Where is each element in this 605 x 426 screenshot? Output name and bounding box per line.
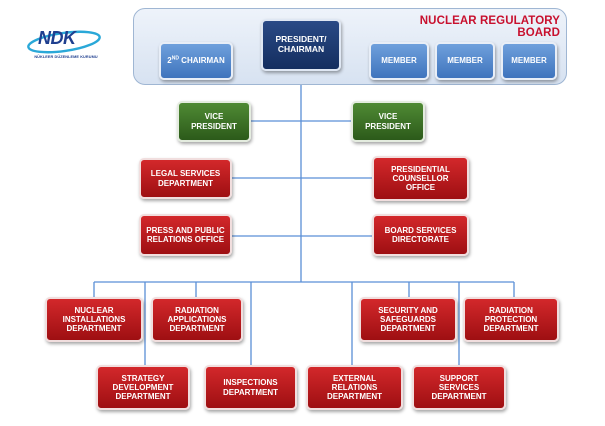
logo-subtitle: NÜKLEER DÜZENLEME KURUMU <box>34 55 98 59</box>
member-3-label: MEMBER <box>511 56 547 66</box>
support-services-line-1: SUPPORT <box>439 373 479 383</box>
presidential-counsellor-line-2: COUNSELLOR <box>392 173 449 183</box>
node-vice-president-right: VICE PRESIDENT <box>351 101 425 142</box>
node-radiation-protection: RADIATION PROTECTION DEPARTMENT <box>463 297 559 342</box>
inspections-line-1: INSPECTIONS <box>223 378 278 388</box>
radiation-applications-line-2: APPLICATIONS <box>167 314 227 324</box>
board-services-line-2: DIRECTORATE <box>391 235 450 244</box>
presidential-counsellor-line-1: PRESIDENTIAL <box>391 164 450 174</box>
second-chairman-suffix: nd <box>171 55 179 62</box>
vice-president-left-line-1: VICE <box>204 112 224 122</box>
board-title: NUCLEAR REGULATORY BOARD <box>419 15 560 39</box>
security-safeguards-line-2: SAFEGUARDS <box>379 314 436 324</box>
vice-president-left-line-2: PRESIDENT <box>191 121 237 131</box>
radiation-protection-line-2: PROTECTION <box>484 314 538 324</box>
radiation-applications-line-3: DEPARTMENT <box>169 324 225 334</box>
president-line-2: CHAIRMAN <box>277 44 325 54</box>
node-external-relations: EXTERNAL RELATIONS DEPARTMENT <box>306 365 403 410</box>
node-support-services: SUPPORT SERVICES DEPARTMENT <box>412 365 506 410</box>
president-line-1: PRESIDENT/ <box>275 34 327 45</box>
node-legal-services: LEGAL SERVICES DEPARTMENT <box>139 158 232 199</box>
node-vice-president-left: VICE PRESIDENT <box>177 101 251 142</box>
external-relations-line-1: EXTERNAL <box>332 373 377 383</box>
support-services-line-3: DEPARTMENT <box>431 392 487 402</box>
press-public-relations-line-1: PRESS AND PUBLIC <box>146 225 225 235</box>
nuclear-installations-line-3: DEPARTMENT <box>66 324 122 334</box>
node-second-chairman: 2nd CHAIRMAN <box>159 42 233 80</box>
node-member-3: MEMBER <box>501 42 557 80</box>
radiation-applications-line-1: RADIATION <box>175 305 219 315</box>
node-radiation-applications: RADIATION APPLICATIONS DEPARTMENT <box>151 297 243 342</box>
vice-president-right-line-1: VICE <box>378 112 398 122</box>
logo-wordmark: NDK <box>38 28 76 48</box>
ndk-logo <box>27 30 101 54</box>
support-services-line-2: SERVICES <box>438 382 480 392</box>
nuclear-installations-line-2: INSTALLATIONS <box>62 314 126 324</box>
node-board-services: BOARD SERVICES DIRECTORATE <box>372 214 469 256</box>
security-safeguards-line-3: DEPARTMENT <box>380 324 436 334</box>
vice-president-right-line-2: PRESIDENT <box>365 121 411 131</box>
radiation-protection-line-1: RADIATION <box>489 305 533 315</box>
press-public-relations-line-2: RELATIONS OFFICE <box>146 235 225 244</box>
external-relations-line-2: RELATIONS <box>331 382 378 392</box>
radiation-protection-line-3: DEPARTMENT <box>483 324 539 334</box>
member-1-label: MEMBER <box>381 56 417 66</box>
node-member-1: MEMBER <box>369 42 429 80</box>
second-chairman-ordinal: 2 <box>167 56 172 66</box>
member-2-label: MEMBER <box>447 56 483 66</box>
node-presidential-counsellor: PRESIDENTIAL COUNSELLOR OFFICE <box>372 156 469 201</box>
nuclear-installations-line-1: NUCLEAR <box>74 305 114 315</box>
inspections-line-2: DEPARTMENT <box>223 387 278 397</box>
node-strategy-development: STRATEGY DEVELOPMENT DEPARTMENT <box>96 365 190 410</box>
strategy-development-line-3: DEPARTMENT <box>115 392 171 402</box>
external-relations-line-3: DEPARTMENT <box>327 392 382 402</box>
legal-services-line-1: LEGAL SERVICES <box>150 169 221 179</box>
node-member-2: MEMBER <box>435 42 495 80</box>
strategy-development-line-1: STRATEGY <box>121 373 165 383</box>
node-security-safeguards: SECURITY AND SAFEGUARDS DEPARTMENT <box>359 297 457 342</box>
node-president: PRESIDENT/ CHAIRMAN <box>261 19 341 71</box>
presidential-counsellor-line-3: OFFICE <box>405 183 436 193</box>
strategy-development-line-2: DEVELOPMENT <box>112 382 174 392</box>
node-press-public-relations: PRESS AND PUBLIC RELATIONS OFFICE <box>139 214 232 256</box>
board-services-line-1: BOARD SERVICES <box>384 225 457 235</box>
security-safeguards-line-1: SECURITY AND <box>378 305 438 315</box>
node-nuclear-installations: NUCLEAR INSTALLATIONS DEPARTMENT <box>45 297 143 342</box>
second-chairman-label: CHAIRMAN <box>181 56 225 66</box>
node-inspections: INSPECTIONS DEPARTMENT <box>204 365 297 410</box>
legal-services-line-2: DEPARTMENT <box>158 178 213 188</box>
